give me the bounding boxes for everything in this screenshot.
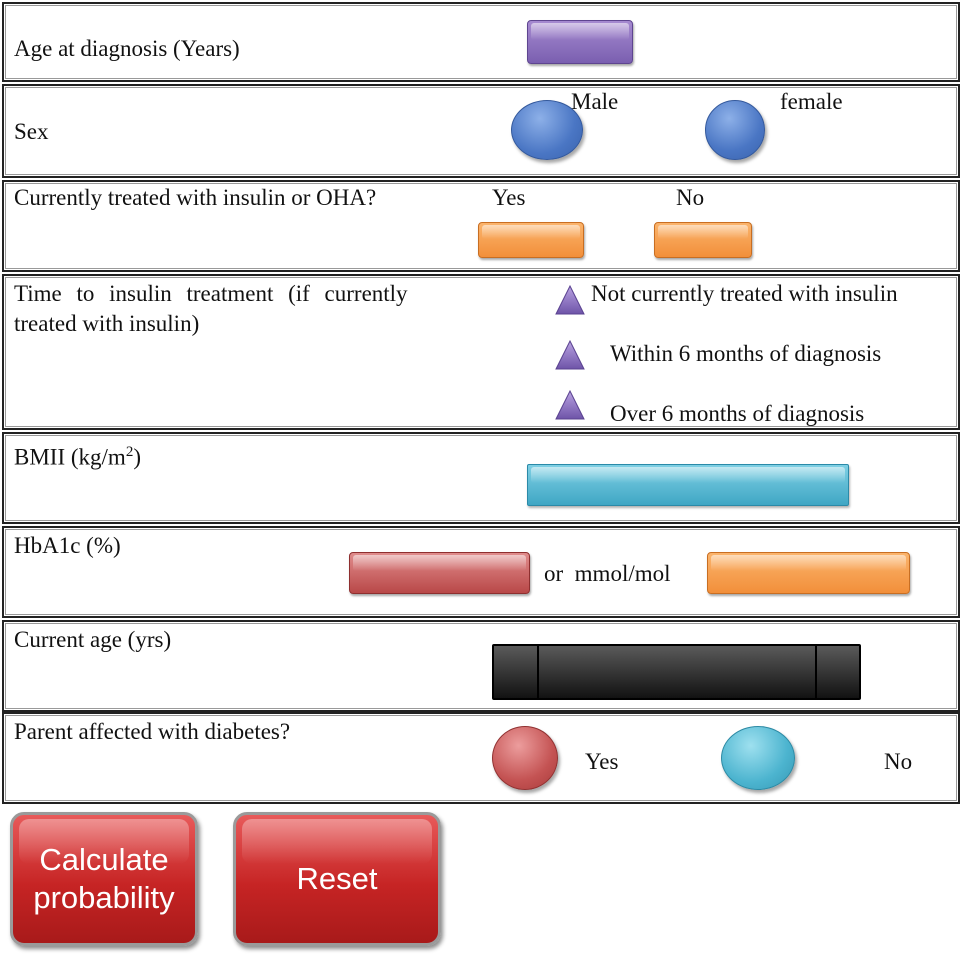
- row-hba1c: HbA1c (%) or mmol/mol: [2, 526, 960, 618]
- option-within-6-months-triangle-icon[interactable]: [555, 340, 585, 370]
- row-parent-affected: Parent affected with diabetes? Yes No: [2, 712, 960, 804]
- row-time-to-insulin: Time to insulin treatment (if currently …: [2, 274, 960, 430]
- reset-button[interactable]: Reset: [233, 812, 441, 946]
- sex-female-label: female: [780, 89, 843, 114]
- age-at-diagnosis-label: Age at diagnosis (Years): [14, 36, 240, 61]
- treated-yes-button[interactable]: [478, 222, 584, 258]
- sex-male-radio[interactable]: [511, 100, 583, 160]
- parent-no-radio[interactable]: [721, 726, 795, 790]
- treated-label: Currently treated with insulin or OHA?: [14, 185, 377, 210]
- diabetes-probability-form: Age at diagnosis (Years) Sex Male female…: [2, 2, 960, 804]
- current-age-label: Current age (yrs): [14, 627, 172, 652]
- option-not-treated-label: Not currently treated with insulin: [591, 281, 898, 306]
- row-age-at-diagnosis: Age at diagnosis (Years): [2, 2, 960, 82]
- option-over-6-months-triangle-icon[interactable]: [555, 390, 585, 420]
- treated-no-label: No: [676, 185, 705, 210]
- sex-label: Sex: [14, 119, 49, 144]
- age-at-diagnosis-input[interactable]: [527, 20, 633, 64]
- current-age-divider-right: [815, 646, 817, 698]
- treated-no-button[interactable]: [654, 222, 752, 258]
- time-to-insulin-label-line2: treated with insulin): [14, 311, 200, 336]
- current-age-input[interactable]: [492, 644, 861, 700]
- hba1c-unit-alt-label: or mmol/mol: [544, 561, 671, 586]
- parent-yes-radio[interactable]: [492, 726, 558, 790]
- treated-yes-label: Yes: [492, 185, 526, 210]
- option-over-6-months-label: Over 6 months of diagnosis: [610, 401, 865, 426]
- parent-yes-label: Yes: [585, 749, 619, 774]
- sex-male-label: Male: [571, 89, 619, 114]
- row-sex: Sex Male female: [2, 84, 960, 178]
- bmi-label: BMII (kg/m2): [14, 444, 141, 470]
- option-within-6-months-label: Within 6 months of diagnosis: [610, 341, 882, 366]
- hba1c-percent-input[interactable]: [349, 552, 530, 594]
- parent-affected-label: Parent affected with diabetes?: [14, 719, 291, 744]
- current-age-divider-left: [537, 646, 539, 698]
- sex-female-radio[interactable]: [705, 100, 765, 160]
- hba1c-label: HbA1c (%): [14, 533, 121, 558]
- row-bmi: BMII (kg/m2): [2, 432, 960, 524]
- row-current-age: Current age (yrs): [2, 620, 960, 712]
- time-to-insulin-label-line1: Time to insulin treatment (if currently: [14, 281, 408, 306]
- bmi-label-superscript: 2: [125, 444, 134, 460]
- row-treated: Currently treated with insulin or OHA? Y…: [2, 180, 960, 272]
- reset-button-label: Reset: [296, 861, 378, 896]
- bmi-input[interactable]: [527, 464, 849, 506]
- parent-no-label: No: [884, 749, 913, 774]
- option-not-treated-triangle-icon[interactable]: [555, 285, 585, 315]
- hba1c-mmol-input[interactable]: [707, 552, 910, 594]
- calculate-probability-button[interactable]: Calculate probability: [10, 812, 198, 946]
- calculate-button-label: Calculate probability: [33, 842, 175, 915]
